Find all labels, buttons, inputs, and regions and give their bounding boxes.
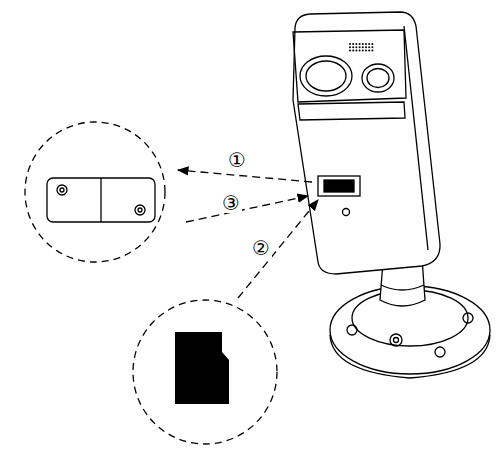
- grille-dot: [352, 49, 354, 51]
- grille-dot: [362, 46, 364, 48]
- grille-dot: [352, 43, 354, 45]
- grille-dot: [368, 49, 370, 51]
- grille-dot: [368, 46, 370, 48]
- grille-dot: [355, 43, 357, 45]
- callout-number: ①: [226, 150, 248, 170]
- grille-dot: [349, 49, 351, 51]
- grille-dot: [359, 43, 361, 45]
- grille-dot: [365, 43, 367, 45]
- grille-dot: [349, 43, 351, 45]
- callout-number: ②: [250, 238, 272, 258]
- grille-dot: [359, 46, 361, 48]
- grille-dot: [371, 43, 373, 45]
- grille-dot: [371, 46, 373, 48]
- grille-dot: [349, 46, 351, 48]
- grille-dot: [359, 49, 361, 51]
- grille-dot: [362, 43, 364, 45]
- grille-dot: [365, 46, 367, 48]
- callout-number: ③: [220, 193, 242, 213]
- grille-dot: [352, 46, 354, 48]
- grille-dot: [362, 49, 364, 51]
- grille-dot: [371, 49, 373, 51]
- grille-dot: [355, 49, 357, 51]
- grille-dot: [368, 43, 370, 45]
- grille-dot: [365, 49, 367, 51]
- grille-dot: [355, 46, 357, 48]
